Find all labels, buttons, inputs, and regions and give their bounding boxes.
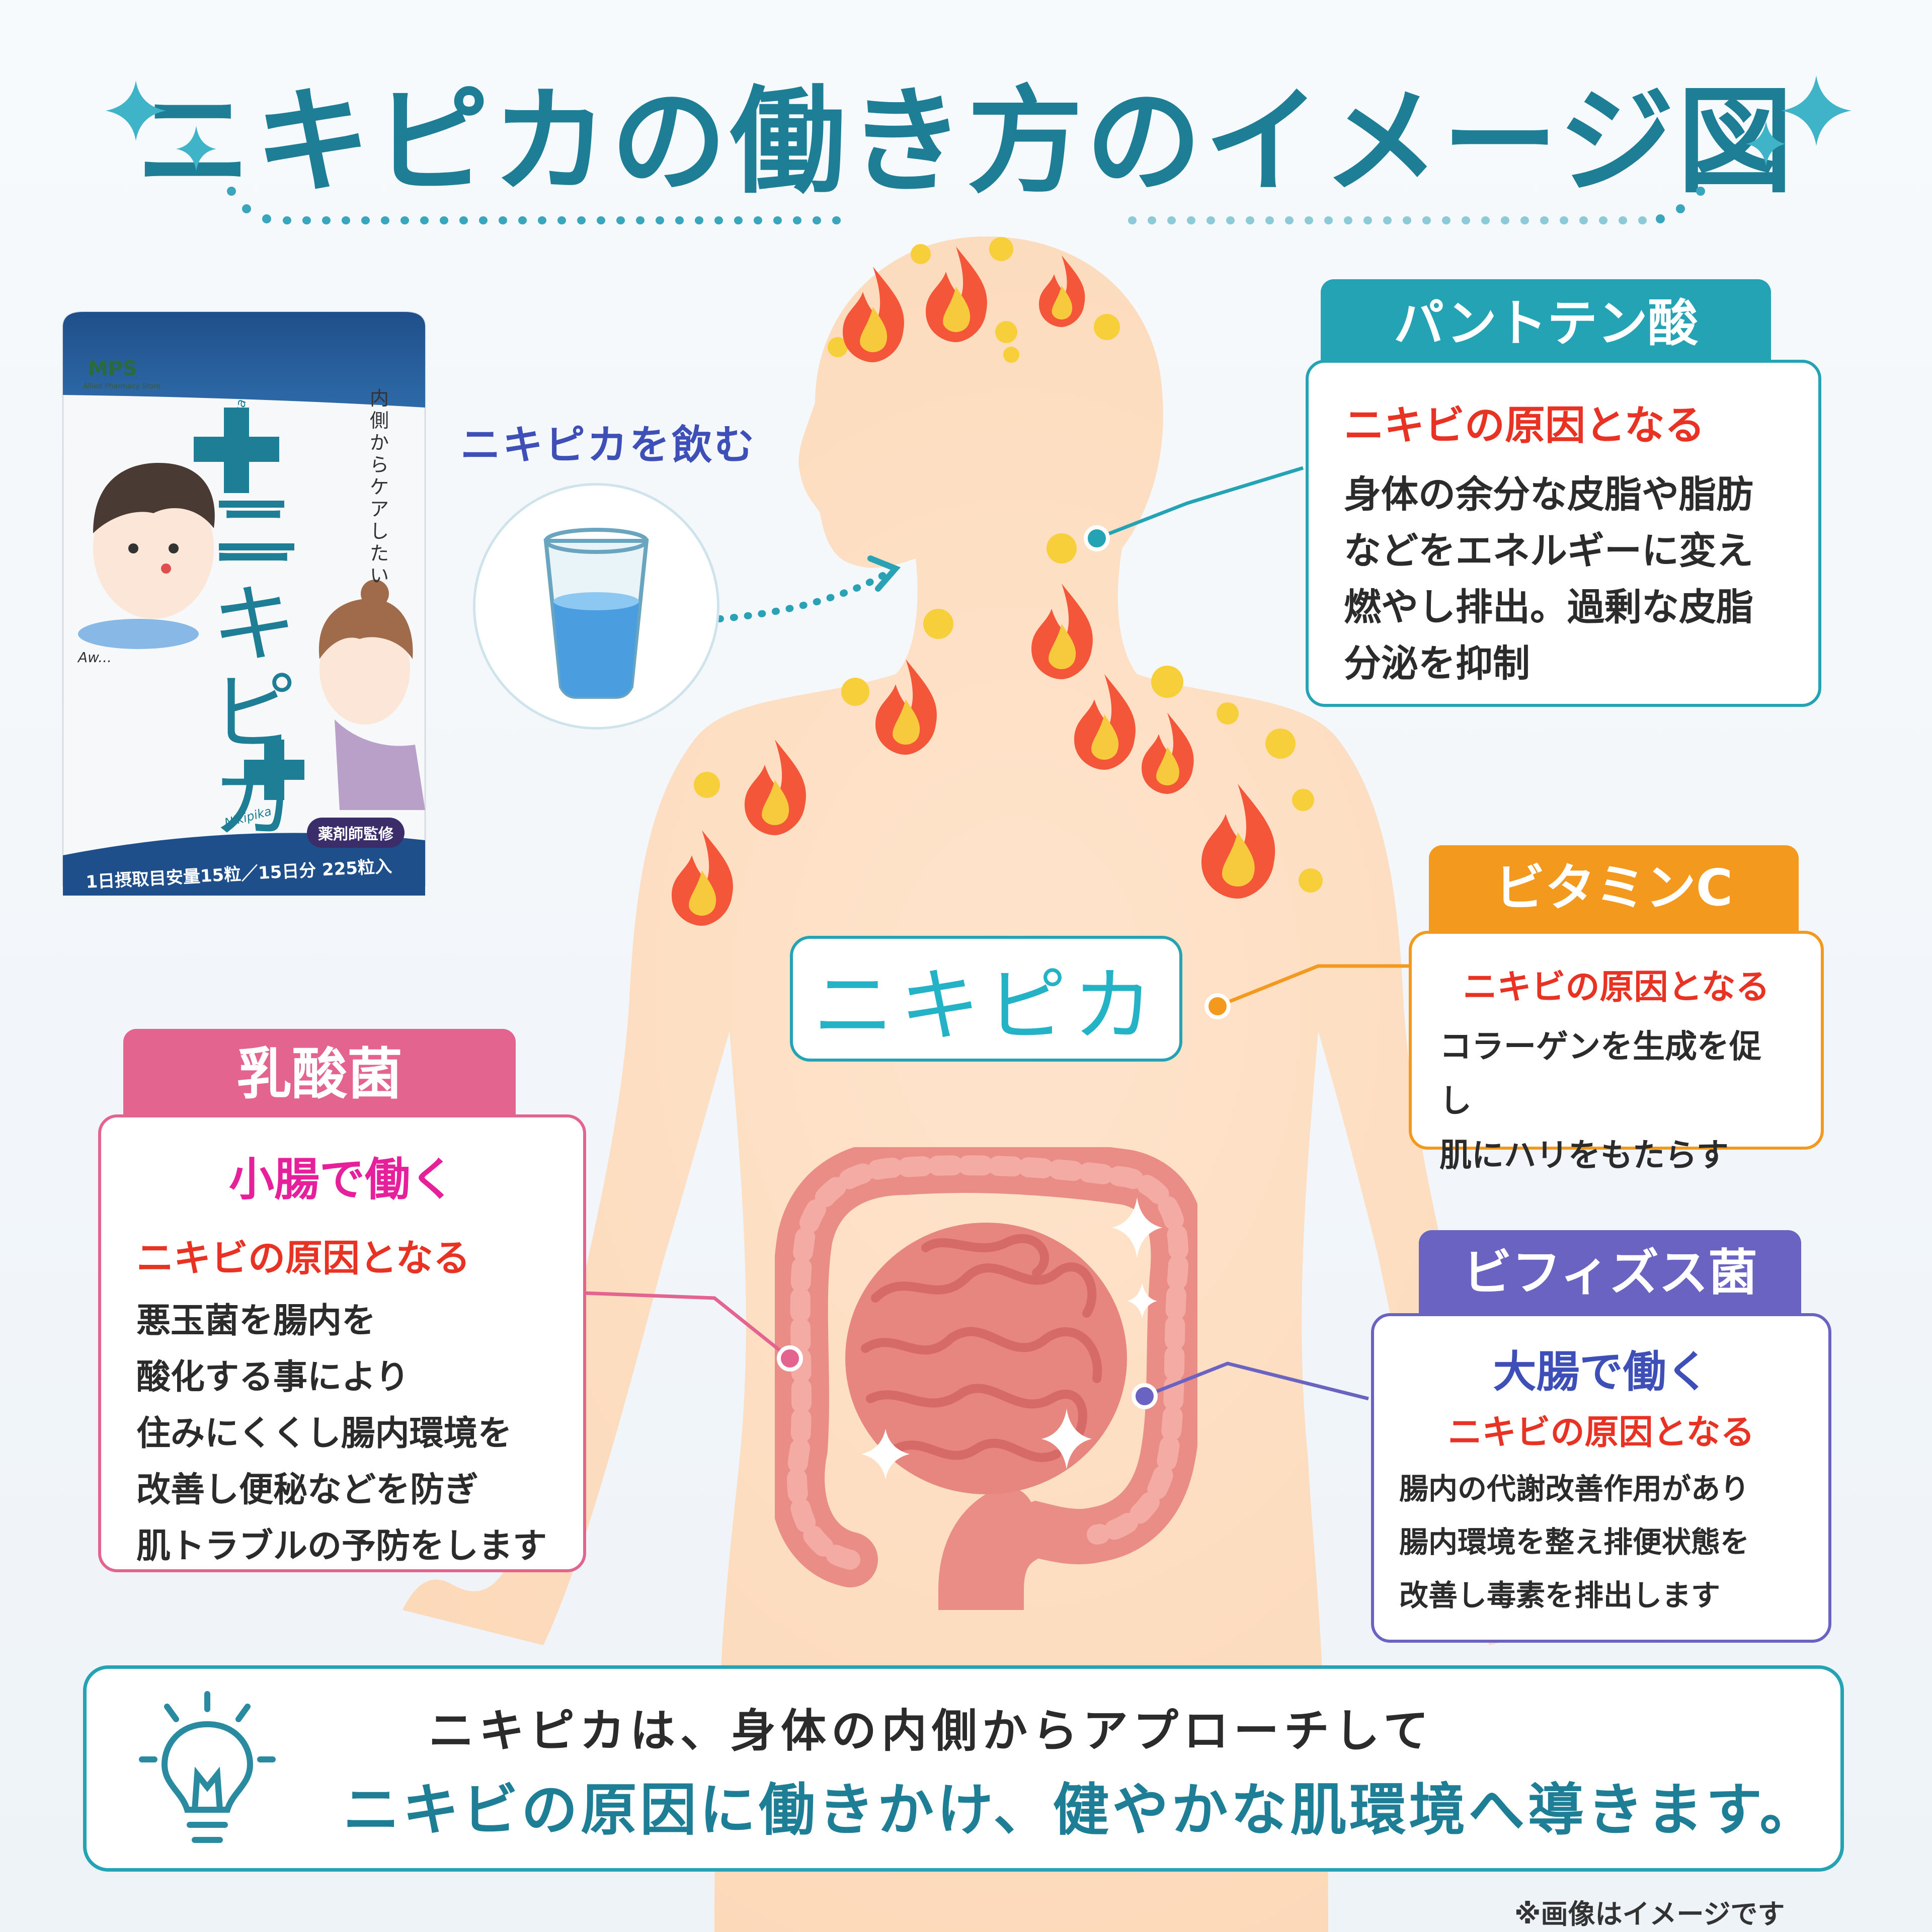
vitamin-c-title: ビタミンC xyxy=(1429,845,1799,931)
intestine-illustration xyxy=(775,1147,1197,1610)
pantothenic-line: 分泌を抑制 xyxy=(1344,642,1530,685)
lactic-line: 肌トラブルの予防をします xyxy=(136,1526,547,1566)
lactic-box: 小腸で働く ニキビの原因となる 悪玉菌を腸内を 酸化する事により 住みにくくし腸… xyxy=(98,1114,586,1572)
product-package: MPS Allied Pharmacy Store 内側からケアしたい ニキピカ… xyxy=(53,307,435,901)
lactic-subtitle: 小腸で働く xyxy=(229,1153,455,1206)
flame-icon xyxy=(672,247,1275,926)
lactic-line: 改善し便秘などを防ぎ xyxy=(136,1470,479,1510)
vitamin-c-box: ニキビの原因となる コラーゲンを生成を促し 肌にハリをもたらす xyxy=(1409,931,1824,1174)
center-product-label: ニキピカ xyxy=(790,936,1182,1062)
lactic-line: 酸化する事により xyxy=(136,1357,410,1397)
package-vertical-text: 内側からケアしたい xyxy=(370,387,389,587)
vitamin-c-line: 肌にハリをもたらす xyxy=(1439,1137,1729,1174)
summary-line-2: ニキビの原因に働きかけ、健やかな肌環境へ導きます。 xyxy=(343,1778,1819,1843)
package-product-name: ニキピカ xyxy=(211,487,297,851)
lactic-lead: ニキビの原因となる xyxy=(136,1237,470,1280)
arrow-icon xyxy=(867,555,901,592)
vitamin-c-lead: ニキビの原因となる xyxy=(1463,968,1770,1007)
page-title: ニキピカの働き方のイメージ図 xyxy=(136,75,1796,209)
package-exclaim: Aw... xyxy=(78,649,112,666)
pantothenic-line: などをエネルギーに変え xyxy=(1344,529,1753,573)
footnote: ※画像はイメージです xyxy=(1514,1898,1785,1930)
sparkle-icon xyxy=(106,80,216,171)
bifidus-lead: ニキビの原因となる xyxy=(1447,1413,1755,1453)
sparkle-icon xyxy=(1746,75,1852,166)
pantothenic-line: 身体の余分な皮脂や脂肪 xyxy=(1344,473,1753,516)
bifidus-title: ビフィズス菌 xyxy=(1419,1230,1801,1316)
lactic-line: 悪玉菌を腸内を xyxy=(136,1301,376,1341)
bifidus-line: 腸内の代謝改善作用があり xyxy=(1399,1472,1750,1506)
glass-icon xyxy=(543,528,649,699)
summary-line-1: ニキピカは、身体の内側からアプローチして xyxy=(429,1705,1434,1757)
bifidus-box: 大腸で働く ニキビの原因となる 腸内の代謝改善作用があり 腸内環境を整え排便状態… xyxy=(1371,1313,1831,1643)
title-dotted-divider xyxy=(227,187,1705,224)
lactic-line: 住みにくくし腸内環境を xyxy=(136,1414,512,1454)
summary-box: ニキピカは、身体の内側からアプローチして ニキビの原因に働きかけ、健やかな肌環境… xyxy=(83,1665,1844,1872)
pantothenic-title: パントテン酸 xyxy=(1321,279,1771,367)
bifidus-line: 改善し毒素を排出します xyxy=(1399,1578,1721,1613)
bifidus-subtitle: 大腸で働く xyxy=(1493,1347,1710,1397)
pantothenic-line: 燃やし排出。過剰な皮脂 xyxy=(1344,586,1753,629)
lightbulb-icon xyxy=(139,1691,276,1843)
pantothenic-box: ニキビの原因となる 身体の余分な皮脂や脂肪 などをエネルギーに変え 燃やし排出。… xyxy=(1306,360,1821,707)
girl-illustration xyxy=(318,580,425,810)
boy-illustration xyxy=(78,463,215,649)
package-brand-sub: Allied Pharmacy Store xyxy=(83,382,161,390)
bifidus-line: 腸内環境を整え排便状態を xyxy=(1399,1525,1750,1559)
vitamin-c-line: コラーゲンを生成を促し xyxy=(1439,1028,1761,1120)
package-badge: 薬剤師監修 xyxy=(307,818,405,848)
drink-label: ニキピカを飲む xyxy=(460,422,756,468)
lactic-title: 乳酸菌 xyxy=(123,1029,516,1119)
glass-circle xyxy=(473,483,719,730)
pantothenic-lead: ニキビの原因となる xyxy=(1344,402,1705,449)
package-brand: MPS xyxy=(88,357,137,380)
